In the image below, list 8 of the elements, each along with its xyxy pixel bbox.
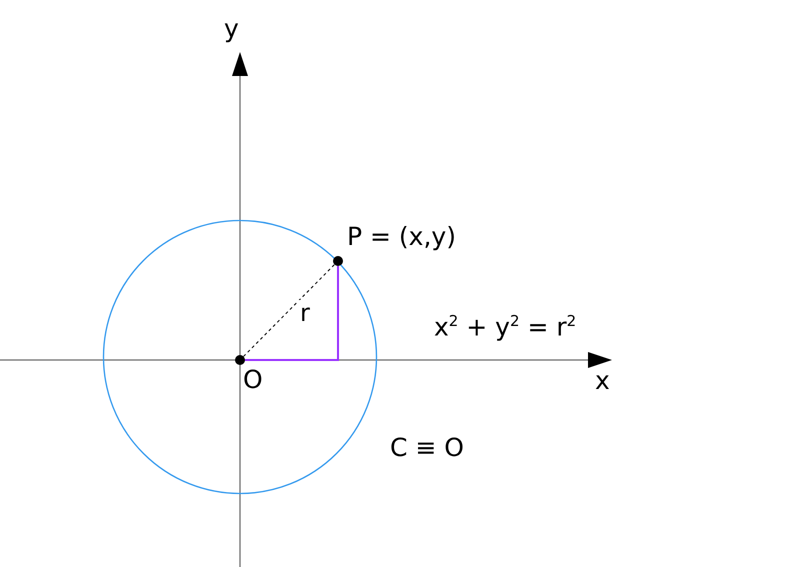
center-note: C ≡ O [390,433,464,463]
axis-label: y [224,14,239,44]
point-label: P = (x,y) [347,222,456,252]
point-dot [333,256,343,266]
point-dot [235,355,245,365]
axis-label: x [595,366,610,396]
point-label: O [243,365,263,395]
circle-equation: x$^{2}$ + y$^{2}$ = r$^{2}$ [434,312,576,342]
